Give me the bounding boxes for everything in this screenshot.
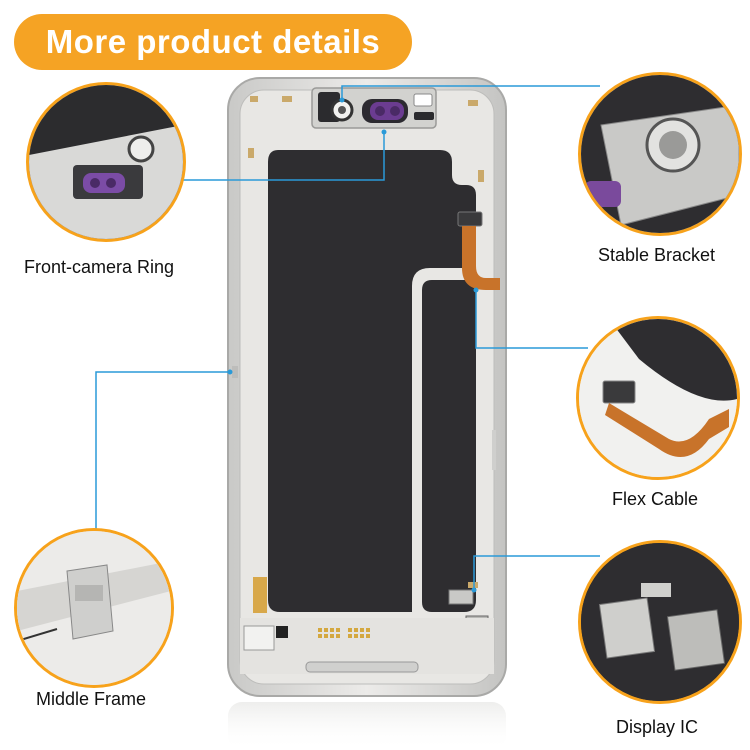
title-banner: More product details: [14, 14, 412, 70]
display-ic-zoom: [578, 540, 742, 704]
flex-cable-zoom: [576, 316, 740, 480]
banner-title: More product details: [45, 23, 381, 60]
display-panel: [268, 150, 476, 612]
label-stable-bracket: Stable Bracket: [598, 245, 716, 265]
label-middle-frame: Middle Frame: [36, 689, 147, 709]
stable-bracket-zoom: [578, 72, 742, 236]
label-display-ic: Display IC: [616, 717, 699, 737]
front-camera-ring-zoom: [26, 82, 186, 242]
label-flex-cable: Flex Cable: [612, 489, 699, 509]
screen-reflection: [228, 702, 506, 750]
flex-cable: [457, 211, 500, 290]
label-front-camera-ring: Front-camera Ring: [24, 257, 175, 277]
middle-frame-zoom: [14, 528, 174, 688]
